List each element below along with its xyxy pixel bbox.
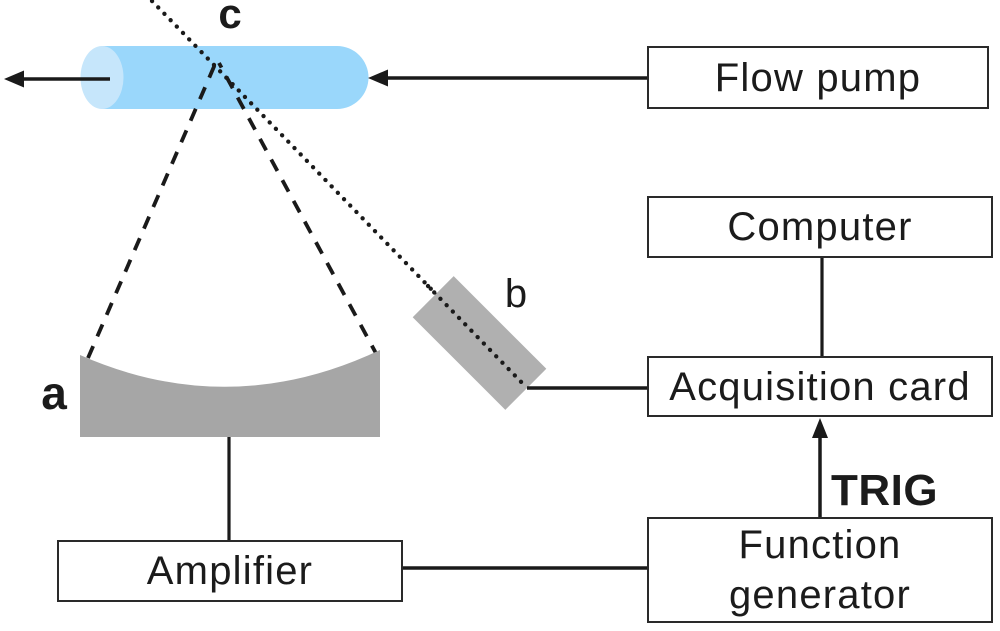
function-generator-label-line1: Function — [738, 523, 902, 567]
flow-pump-box: Flow pump — [647, 46, 989, 109]
amplifier-label: Amplifier — [146, 549, 314, 593]
acquisition-card-box: Acquisition card — [647, 356, 993, 417]
computer-box: Computer — [647, 196, 993, 258]
outflow-arrowhead-icon — [4, 70, 24, 88]
transducer-label-a: a — [41, 367, 67, 419]
function-generator-label-line2: generator — [728, 573, 912, 617]
detector-label-b: b — [504, 272, 528, 316]
function-generator-box: Function generator — [647, 517, 993, 623]
computer-label: Computer — [727, 205, 913, 249]
focused-transducer — [80, 350, 380, 437]
trig-arrowhead-icon — [812, 418, 828, 438]
focal-point-label-c: c — [218, 0, 242, 37]
flow-tube — [102, 46, 369, 109]
detection-axis-dotted-line-overlay — [425, 283, 530, 391]
flow-pump-label: Flow pump — [714, 55, 922, 100]
detection-axis-dotted-line — [149, 0, 530, 391]
acquisition-card-label: Acquisition card — [669, 364, 971, 409]
trig-label: TRIG — [831, 466, 939, 515]
amplifier-box: Amplifier — [57, 540, 403, 602]
focus-cone-dashed-line-right — [217, 62, 380, 358]
focus-cone-dashed-line-left — [86, 61, 218, 359]
inflow-arrowhead-icon — [368, 69, 388, 87]
